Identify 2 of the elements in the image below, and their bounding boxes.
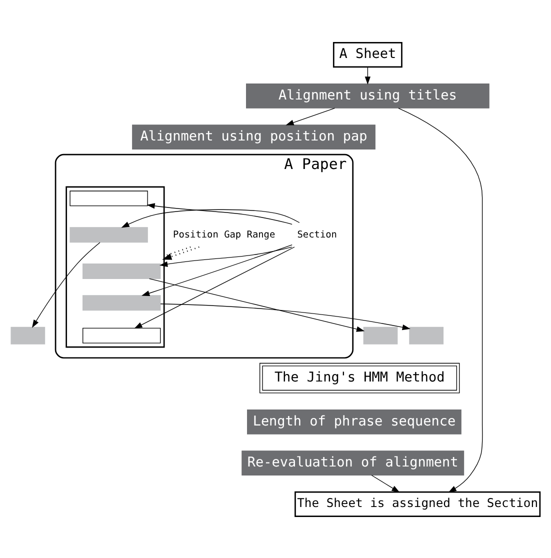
node-text: Position Gap Range [173, 228, 276, 240]
node-text: Section [297, 228, 337, 240]
